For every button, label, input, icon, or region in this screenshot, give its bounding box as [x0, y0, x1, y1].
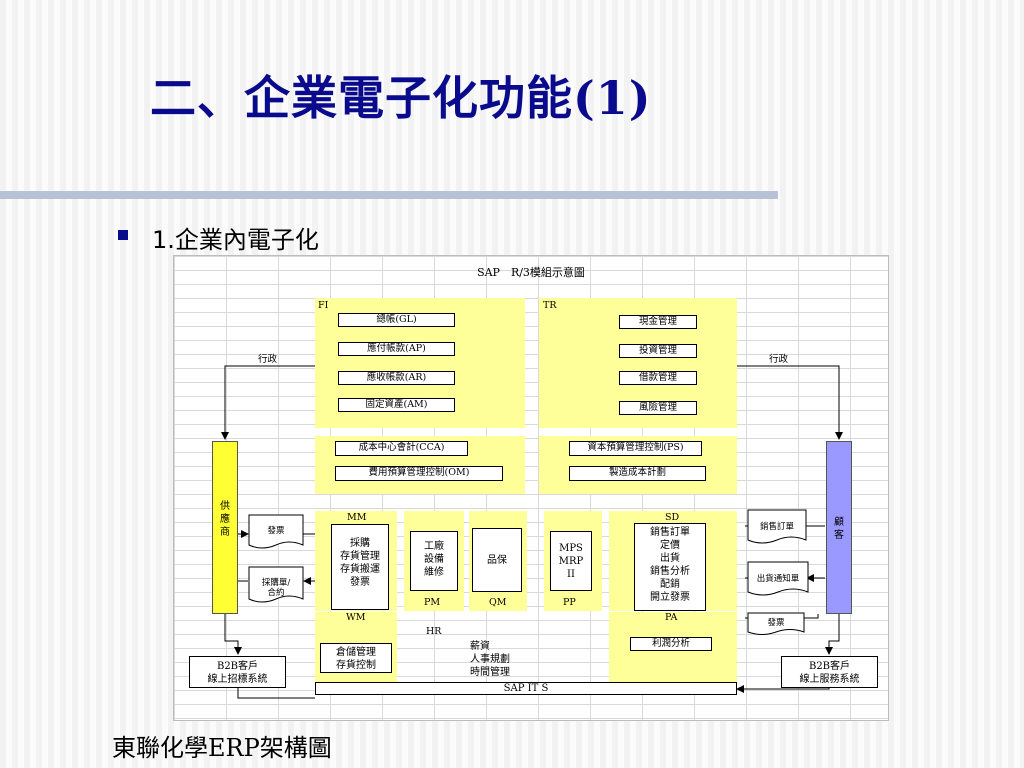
mm-module: MM 採購 存貨管理 存貨搬運 發票	[315, 511, 397, 611]
b2b-line: B2B客戶	[808, 661, 851, 672]
pp-line: MPS	[559, 543, 583, 554]
fi-label: FI	[318, 300, 329, 311]
diagram-caption: 東聯化學ERP架構圖	[112, 734, 332, 762]
mm-label: MM	[347, 512, 367, 523]
supplier-char: 應	[220, 514, 230, 525]
sd-line: 銷售訂單	[650, 527, 690, 538]
co-left-module: 成本中心會計(CCA) 費用預算管理控制(OM)	[315, 436, 525, 494]
sd-label: SD	[665, 512, 680, 523]
hr-line: 薪資	[470, 641, 490, 652]
pp-line: MRP	[558, 556, 584, 567]
invoice-doc-right: 發票	[747, 612, 805, 638]
b2b-bidding-system: B2B客戶 線上招標系統	[189, 656, 286, 688]
tr-item: 借款管理	[619, 371, 697, 385]
co-item: 資本預算管理控制(PS)	[569, 441, 702, 456]
customer-char: 顧	[834, 517, 844, 528]
mm-line: 存貨搬運	[340, 564, 380, 575]
tr-item: 風險管理	[619, 401, 697, 415]
sd-line: 定價	[660, 540, 680, 551]
tr-label: TR	[543, 300, 557, 311]
invoice-doc-left: 發票	[248, 514, 304, 552]
wm-module: WM 倉儲管理 存貨控制	[315, 612, 397, 682]
qm-line: 品保	[487, 555, 507, 566]
pm-label: PM	[424, 597, 441, 608]
pa-module: PA 利潤分析	[609, 612, 737, 682]
admin-label-right: 行政	[769, 354, 789, 365]
pm-line: 設備	[424, 554, 444, 565]
fi-item: 應收帳款(AR)	[338, 371, 455, 385]
b2b-line: 線上服務系統	[799, 674, 860, 685]
sap-r3-diagram: SAP R/3模組示意圖	[173, 255, 889, 721]
mm-line: 發票	[350, 577, 370, 588]
doc-label: 發票	[767, 618, 785, 628]
hr-line: 時間管理	[470, 667, 510, 678]
fi-module: FI 總帳(GL) 應付帳款(AP) 應收帳款(AR) 固定資產(AM)	[315, 298, 525, 428]
sd-functions: 銷售訂單 定價 出貨 銷售分析 配銷 開立發票	[634, 523, 706, 611]
tr-item: 投資管理	[619, 344, 697, 358]
qm-functions: 品保	[472, 528, 522, 592]
sd-line: 銷售分析	[650, 566, 690, 577]
doc-label: 發票	[267, 526, 285, 536]
customer-bar: 顧 客	[826, 441, 852, 614]
connector-lines	[221, 365, 843, 699]
sd-line: 配銷	[660, 579, 680, 590]
customer-char: 客	[834, 530, 844, 541]
pa-item: 利潤分析	[630, 637, 712, 651]
wm-line: 倉儲管理	[336, 647, 376, 658]
pm-line: 維修	[424, 567, 444, 578]
doc-label: 採購單/合約	[261, 578, 291, 598]
qm-label: QM	[489, 597, 507, 608]
fi-item: 應付帳款(AP)	[338, 342, 455, 356]
shipping-notice-doc: 出貨通知單	[747, 561, 809, 599]
wm-line: 存貨控制	[336, 660, 376, 671]
bullet-marker	[118, 230, 128, 240]
sd-line: 開立發票	[650, 592, 690, 603]
qm-module: 品保 QM	[469, 511, 527, 611]
supplier-bar: 供 應 商	[212, 441, 238, 614]
doc-label: 銷售訂單	[759, 522, 794, 532]
supplier-char: 商	[220, 527, 230, 538]
tr-item: 現金管理	[619, 315, 697, 329]
b2b-line: B2B客戶	[216, 661, 259, 672]
diagram-title: SAP R/3模組示意圖	[477, 266, 585, 279]
tr-module: TR 現金管理 投資管理 借款管理 風險管理	[539, 298, 737, 428]
hr-line: 人事規劃	[470, 654, 510, 665]
hr-functions: 薪資 人事規劃 時間管理	[470, 640, 510, 679]
doc-label: 出貨通知單	[756, 574, 800, 584]
pm-line: 工廠	[424, 541, 444, 552]
sd-module: SD 銷售訂單 定價 出貨 銷售分析 配銷 開立發票	[609, 511, 737, 611]
b2b-service-system: B2B客戶 線上服務系統	[781, 656, 878, 688]
supplier-char: 供	[220, 501, 230, 512]
co-item: 製造成本計劃	[569, 466, 706, 481]
bullet-text: 1.企業內電子化	[152, 226, 319, 254]
co-item: 成本中心會計(CCA)	[335, 441, 468, 456]
mm-line: 採購	[350, 538, 370, 549]
b2b-line: 線上招標系統	[207, 674, 268, 685]
purchase-order-doc: 採購單/合約	[248, 566, 304, 606]
co-item: 費用預算管理控制(OM)	[335, 466, 503, 481]
hr-label: HR	[426, 626, 442, 637]
pm-functions: 工廠 設備 維修	[410, 531, 458, 591]
mm-functions: 採購 存貨管理 存貨搬運 發票	[331, 524, 389, 610]
pp-label: PP	[563, 597, 576, 608]
mm-line: 存貨管理	[340, 551, 380, 562]
sd-line: 出貨	[660, 553, 680, 564]
co-right-module: 資本預算管理控制(PS) 製造成本計劃	[539, 436, 737, 494]
admin-label-left: 行政	[258, 354, 278, 365]
sales-order-doc: 銷售訂單	[747, 509, 807, 547]
fi-item: 固定資產(AM)	[338, 398, 455, 412]
pp-module: MPS MRP II PP	[544, 511, 602, 611]
fi-item: 總帳(GL)	[338, 313, 455, 327]
sap-its-bar: SAP IT S	[315, 682, 737, 695]
pm-module: 工廠 設備 維修 PM	[404, 511, 464, 611]
wm-label: WM	[346, 612, 366, 623]
wm-functions: 倉儲管理 存貨控制	[320, 643, 392, 673]
pp-line: II	[567, 569, 575, 580]
pa-label: PA	[665, 612, 678, 623]
title-divider	[0, 191, 778, 199]
pp-functions: MPS MRP II	[550, 531, 592, 591]
slide-title: 二、企業電子化功能(1)	[150, 71, 652, 125]
